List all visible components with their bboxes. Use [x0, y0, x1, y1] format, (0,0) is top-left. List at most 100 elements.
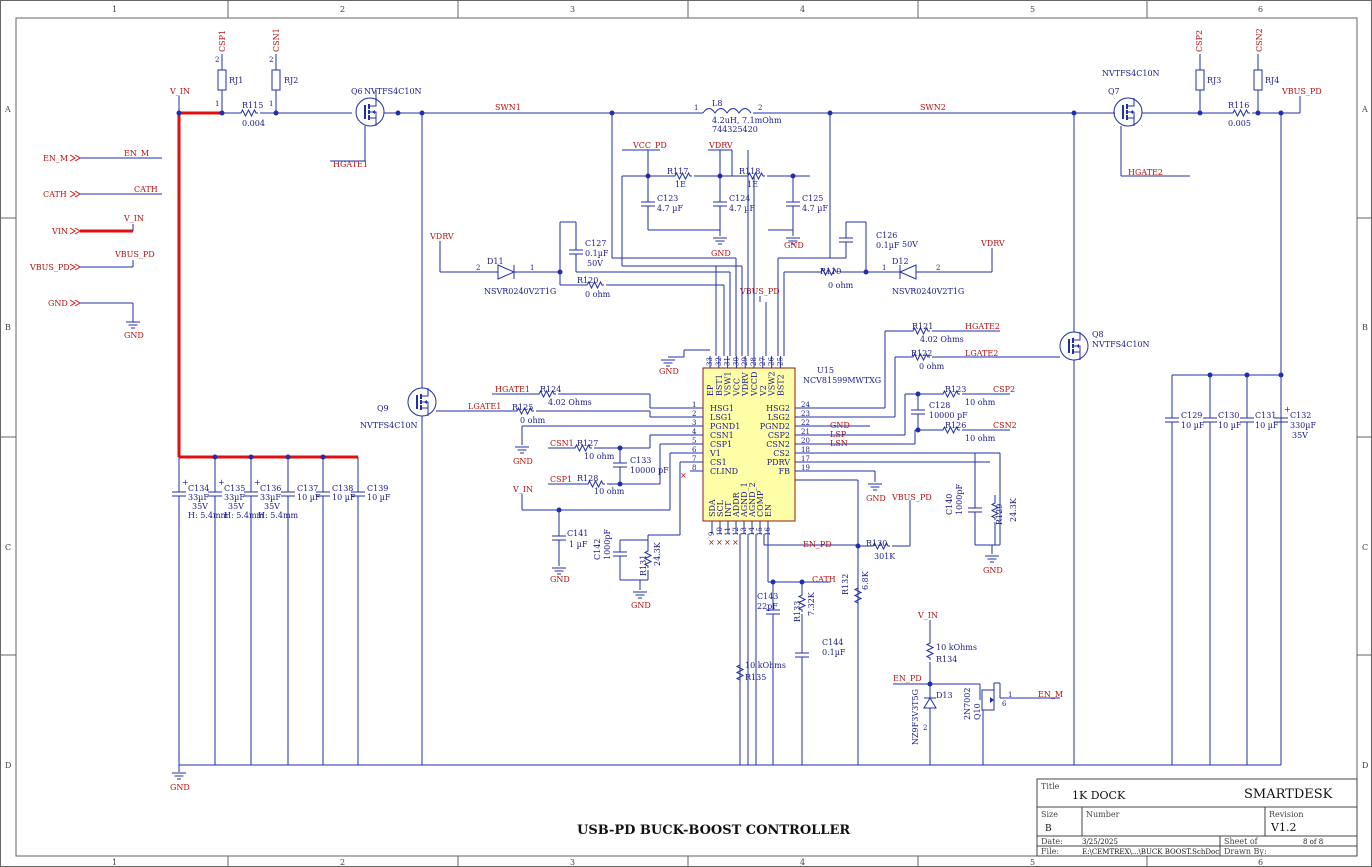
- svg-text:2: 2: [215, 56, 219, 64]
- mosfet-q7-group: Q7 NVTFS4C10N HGATE2 R116 0.005 CSP2 CSN…: [1102, 28, 1322, 765]
- svg-text:B: B: [1045, 824, 1052, 834]
- svg-text:C143: C143: [757, 592, 778, 601]
- svg-text:GND: GND: [550, 575, 570, 584]
- svg-text:1: 1: [269, 100, 273, 108]
- svg-text:VDRV: VDRV: [708, 141, 733, 150]
- svg-text:LGATE2: LGATE2: [965, 349, 998, 358]
- svg-text:301K: 301K: [874, 552, 896, 561]
- svg-text:4.02 Ohms: 4.02 Ohms: [548, 398, 592, 407]
- svg-text:Q9: Q9: [377, 404, 389, 413]
- shunt-r115-group: CSP1 CSN1 RJ1 21 RJ2 21 R115 0.004: [215, 28, 352, 128]
- svg-text:0.1µF: 0.1µF: [876, 241, 900, 250]
- svg-text:10 µF: 10 µF: [367, 493, 391, 502]
- svg-text:R126: R126: [945, 421, 966, 430]
- svg-text:2: 2: [936, 264, 940, 272]
- svg-text:C132: C132: [1290, 411, 1311, 420]
- port-en-m[interactable]: EN_M EN_M: [43, 149, 162, 163]
- u15-pin-name: VSW1: [724, 371, 733, 397]
- svg-text:VCC_PD: VCC_PD: [632, 141, 667, 150]
- svg-text:C137: C137: [297, 484, 318, 493]
- svg-text:CSN1: CSN1: [272, 28, 281, 52]
- svg-text:NVTFS4C10N: NVTFS4C10N: [1102, 69, 1160, 78]
- svg-text:C135: C135: [224, 484, 245, 493]
- ground-rail: GND: [170, 764, 1281, 792]
- svg-text:C124: C124: [729, 194, 750, 203]
- svg-text:R135: R135: [745, 673, 766, 682]
- svg-text:2: 2: [476, 264, 480, 272]
- u15-pin-name: BST1: [715, 374, 724, 396]
- svg-text:10 µF: 10 µF: [332, 493, 356, 502]
- svg-text:E:\CEMTREX\...\BUCK BOOST.SchD: E:\CEMTREX\...\BUCK BOOST.SchDoc: [1082, 848, 1219, 856]
- svg-text:VBUS_PD: VBUS_PD: [739, 287, 780, 296]
- svg-text:10 ohm: 10 ohm: [965, 434, 996, 443]
- svg-text:GND: GND: [48, 299, 68, 308]
- port-gnd[interactable]: GND GND: [48, 299, 144, 340]
- port-vin[interactable]: VIN V_IN: [51, 214, 144, 236]
- svg-text:1000pF: 1000pF: [603, 529, 612, 560]
- svg-text:Sheet of: Sheet of: [1224, 837, 1259, 846]
- u15-pin-number: 24: [801, 401, 810, 409]
- svg-text:Number: Number: [1086, 810, 1120, 819]
- svg-text:10 kOhms: 10 kOhms: [745, 661, 786, 670]
- u15-pin-name: INT: [724, 501, 733, 517]
- svg-text:10 µF: 10 µF: [1181, 421, 1205, 430]
- svg-text:R124: R124: [540, 385, 561, 394]
- col-label: 1: [112, 858, 117, 867]
- svg-text:V_IN: V_IN: [512, 485, 533, 494]
- u15-pin-number: 17: [801, 455, 810, 463]
- svg-text:CSP2: CSP2: [1195, 30, 1204, 52]
- svg-text:1E: 1E: [675, 180, 686, 189]
- svg-text:Q10: Q10: [973, 703, 982, 720]
- svg-text:D11: D11: [487, 257, 504, 266]
- svg-text:+: +: [254, 478, 261, 487]
- port-cath[interactable]: CATH CATH: [43, 185, 162, 199]
- u15-pin-name: AGND_2: [748, 482, 757, 518]
- svg-text:R122: R122: [911, 349, 932, 358]
- svg-text:CATH: CATH: [43, 190, 67, 199]
- svg-text:7.32K: 7.32K: [807, 591, 816, 616]
- u15-pin-number: 13: [740, 527, 748, 536]
- u15-pin-name: CSN1: [710, 431, 734, 440]
- svg-text:24.3K: 24.3K: [1009, 497, 1018, 522]
- svg-text:1: 1: [882, 264, 886, 272]
- u15-pin-number: 25: [776, 357, 784, 366]
- svg-text:10 kOhms: 10 kOhms: [936, 643, 977, 652]
- svg-text:VDRV: VDRV: [429, 232, 454, 241]
- svg-text:L8: L8: [712, 99, 722, 108]
- svg-text:VBUS_PD: VBUS_PD: [114, 250, 155, 259]
- svg-text:50V: 50V: [587, 259, 603, 268]
- u15-pin-number: 16: [764, 527, 772, 536]
- svg-text:D13: D13: [936, 691, 953, 700]
- svg-text:HGATE2: HGATE2: [965, 322, 1000, 331]
- u15-pin-number: 5: [692, 437, 696, 445]
- col-label: 6: [1258, 858, 1263, 867]
- svg-text:10 ohm: 10 ohm: [965, 398, 996, 407]
- svg-text:CSN1: CSN1: [550, 439, 574, 448]
- svg-text:C136: C136: [260, 484, 281, 493]
- svg-text:10 µF: 10 µF: [1218, 421, 1242, 430]
- svg-text:GND: GND: [830, 421, 850, 430]
- svg-text:EN_M: EN_M: [1038, 690, 1063, 699]
- svg-text:10 ohm: 10 ohm: [594, 487, 625, 496]
- svg-text:V_IN: V_IN: [123, 214, 144, 223]
- svg-text:0 ohm: 0 ohm: [520, 416, 546, 425]
- svg-text:50V: 50V: [902, 240, 918, 249]
- u15-pin-name: VSW2: [768, 371, 777, 397]
- svg-text:35V: 35V: [264, 502, 280, 511]
- port-vbus-pd[interactable]: VBUS_PD VBUS_PD: [29, 250, 155, 272]
- svg-text:GND: GND: [631, 601, 651, 610]
- col-label: 3: [570, 858, 575, 867]
- u15-pin-name: AGND_1: [740, 482, 749, 518]
- u15-pin-number: 3: [692, 419, 696, 427]
- svg-text:6.8K: 6.8K: [861, 570, 870, 590]
- svg-text:1000pF: 1000pF: [955, 484, 964, 515]
- row-label: B: [5, 323, 11, 332]
- u15-pin-number: 4: [692, 428, 697, 436]
- svg-text:RJ4: RJ4: [1265, 76, 1279, 85]
- col-label: 5: [1030, 5, 1035, 14]
